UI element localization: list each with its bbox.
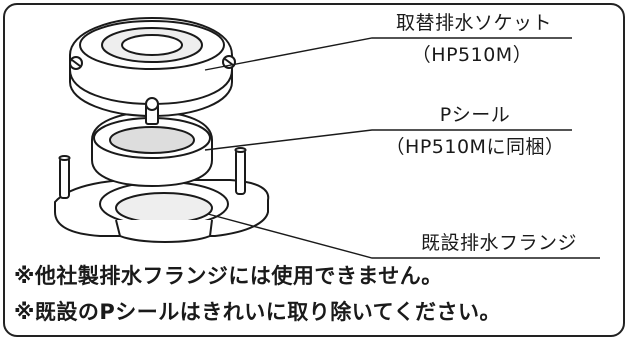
drain-flange-drawing (54, 147, 270, 243)
seal-model-label: （HP510Mに同梱） (385, 136, 565, 158)
notice-frame (3, 3, 625, 337)
socket-model-label: （HP510M） (411, 44, 533, 66)
socket-name-label: 取替排水ソケット (395, 12, 552, 34)
p-seal-drawing (91, 110, 213, 188)
note-line-2: ※既設のPシールはきれいに取り除いてください。 (14, 300, 502, 324)
flange-name-label: 既設排水フランジ (420, 232, 577, 254)
seal-name-label: Pシール (439, 104, 511, 126)
drain-socket-drawing (69, 16, 236, 125)
note-line-1: ※他社製排水フランジには使用できません。 (14, 264, 443, 288)
